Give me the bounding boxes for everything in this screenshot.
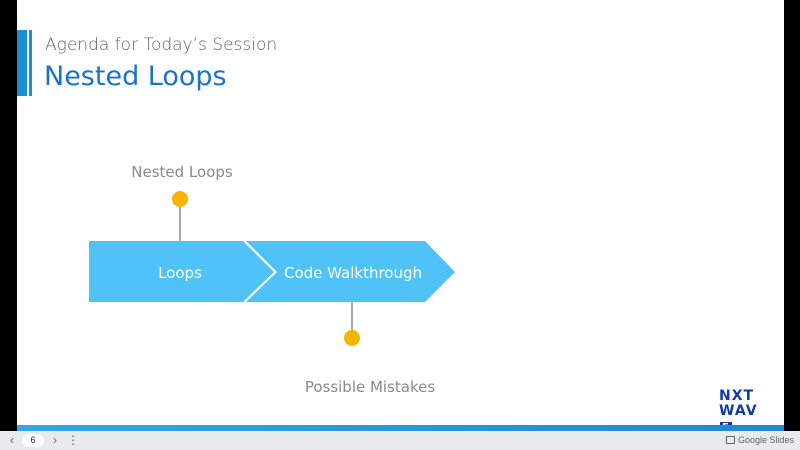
arrow-segment-1 <box>89 241 275 302</box>
logo-line2-text: WAV <box>719 403 758 419</box>
dot-bottom <box>344 330 360 346</box>
next-slide-button[interactable]: › <box>53 433 57 447</box>
arrow-segment-2 <box>246 241 455 302</box>
brand-label: Google Slides <box>737 435 794 445</box>
callout-bottom-label: Possible Mistakes <box>305 378 436 396</box>
page-number-input[interactable]: 6 <box>22 434 44 447</box>
callout-top-label: Nested Loops <box>131 163 233 181</box>
viewer-toolbar: ‹ 6 › ⋮ Google Slides <box>0 431 800 450</box>
slide-title: Nested Loops <box>44 61 227 92</box>
slide-canvas: Agenda for Today’s Session Nested Loops … <box>17 0 784 431</box>
slides-icon <box>725 436 735 444</box>
accent-bar <box>17 30 27 96</box>
accent-bar-thin <box>29 30 32 96</box>
prev-slide-button[interactable]: ‹ <box>10 433 14 447</box>
google-slides-link[interactable]: Google Slides <box>725 435 794 445</box>
dot-top <box>172 191 188 207</box>
segment-label-loops: Loops <box>158 264 202 282</box>
segment-label-code-walkthrough: Code Walkthrough <box>284 264 422 282</box>
agenda-diagram: Loops Code Walkthrough Nested Loops Poss… <box>89 163 455 396</box>
slide-subtitle: Agenda for Today’s Session <box>45 35 278 55</box>
more-options-icon[interactable]: ⋮ <box>67 433 79 447</box>
arrow-divider <box>243 240 277 303</box>
slide-bottom-strip <box>17 425 784 431</box>
nxtwave-logo: NXT WAVE <box>717 388 769 431</box>
logo-line1: NXT <box>719 388 755 404</box>
